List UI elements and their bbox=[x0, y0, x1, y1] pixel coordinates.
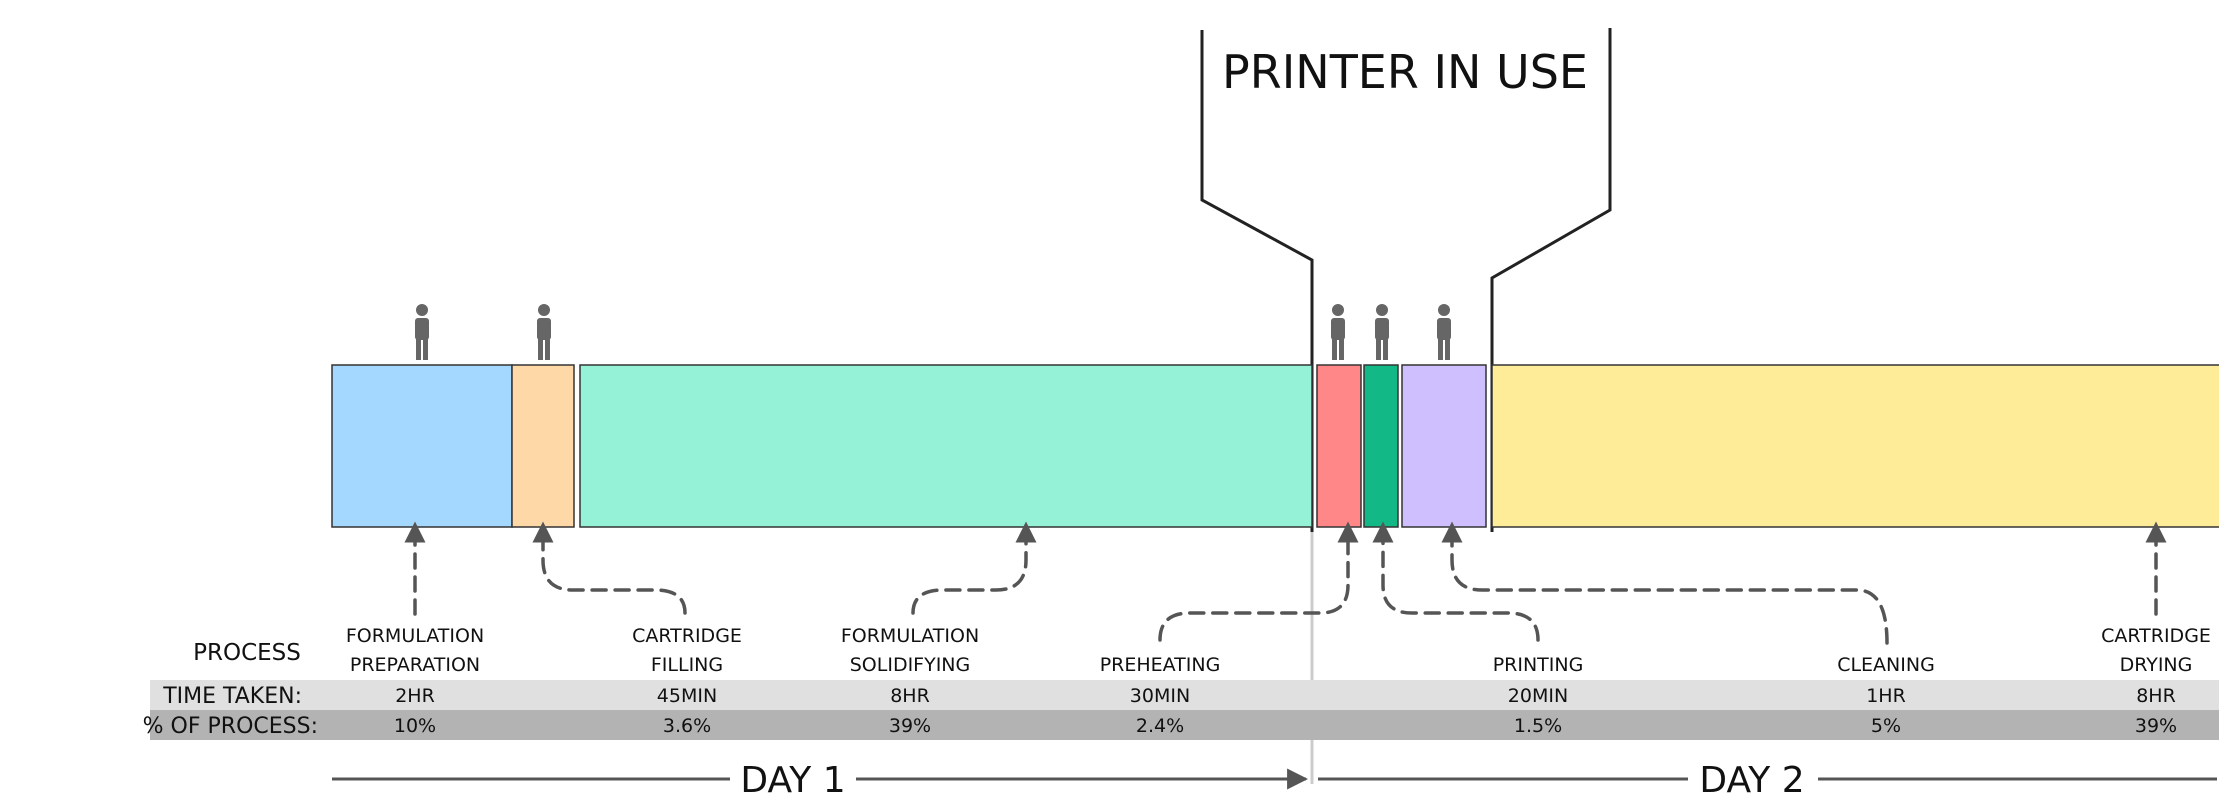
arrow-cartridge-filling bbox=[532, 521, 687, 615]
pct-value: 2.4% bbox=[1136, 715, 1184, 737]
time-value: 8HR bbox=[2136, 685, 2176, 707]
time-value: 20MIN bbox=[1508, 685, 1568, 707]
bar-preheating bbox=[1316, 364, 1362, 528]
bar-formulation-preparation bbox=[331, 364, 513, 528]
time-value: 1HR bbox=[1866, 685, 1906, 707]
step-label: SOLIDIFYING bbox=[850, 654, 971, 676]
person-icon bbox=[1331, 304, 1345, 360]
time-value: 8HR bbox=[890, 685, 930, 707]
step-label: FILLING bbox=[651, 654, 723, 676]
person-icon bbox=[1437, 304, 1451, 360]
pct-row-label: % OF PROCESS: bbox=[143, 714, 318, 739]
day1-label: DAY 1 bbox=[740, 760, 845, 801]
step-label: PREHEATING bbox=[1100, 654, 1221, 676]
step-label: DRYING bbox=[2120, 654, 2193, 676]
pct-value: 5% bbox=[1871, 715, 1901, 737]
person-icon bbox=[1375, 304, 1389, 360]
arrow-cleaning bbox=[1441, 521, 1889, 645]
bar-printing bbox=[1363, 364, 1399, 528]
pct-row-band bbox=[150, 710, 2219, 740]
bar-formulation-solidifying bbox=[579, 364, 1313, 528]
step-label: PREPARATION bbox=[350, 654, 480, 676]
time-value: 2HR bbox=[395, 685, 435, 707]
arrow-printing bbox=[1372, 521, 1540, 642]
person-icon bbox=[537, 304, 551, 360]
step-label: FORMULATION bbox=[841, 625, 979, 647]
pct-value: 39% bbox=[2135, 715, 2177, 737]
time-value: 45MIN bbox=[657, 685, 717, 707]
step-label: FORMULATION bbox=[346, 625, 484, 647]
person-icon bbox=[415, 304, 429, 360]
bar-cartridge-drying bbox=[1491, 364, 2219, 528]
time-value: 30MIN bbox=[1130, 685, 1190, 707]
step-label: CLEANING bbox=[1837, 654, 1935, 676]
pct-value: 39% bbox=[889, 715, 931, 737]
day2-label: DAY 2 bbox=[1699, 760, 1804, 801]
time-row-label: TIME TAKEN: bbox=[162, 684, 302, 709]
bar-cleaning bbox=[1401, 364, 1487, 528]
arrow-preheating bbox=[1158, 521, 1359, 642]
arrow-formulation-solidifying bbox=[911, 521, 1037, 615]
bar-cartridge-filling bbox=[511, 364, 575, 528]
pct-value: 1.5% bbox=[1514, 715, 1562, 737]
time-row-band bbox=[150, 680, 2219, 710]
pct-value: 10% bbox=[394, 715, 436, 737]
step-label: CARTRIDGE bbox=[2101, 625, 2211, 647]
step-label: CARTRIDGE bbox=[632, 625, 742, 647]
pct-value: 3.6% bbox=[663, 715, 711, 737]
process-header: PROCESS bbox=[193, 640, 301, 666]
step-label: PRINTING bbox=[1493, 654, 1584, 676]
printer-banner-title: PRINTER IN USE bbox=[1222, 45, 1588, 99]
